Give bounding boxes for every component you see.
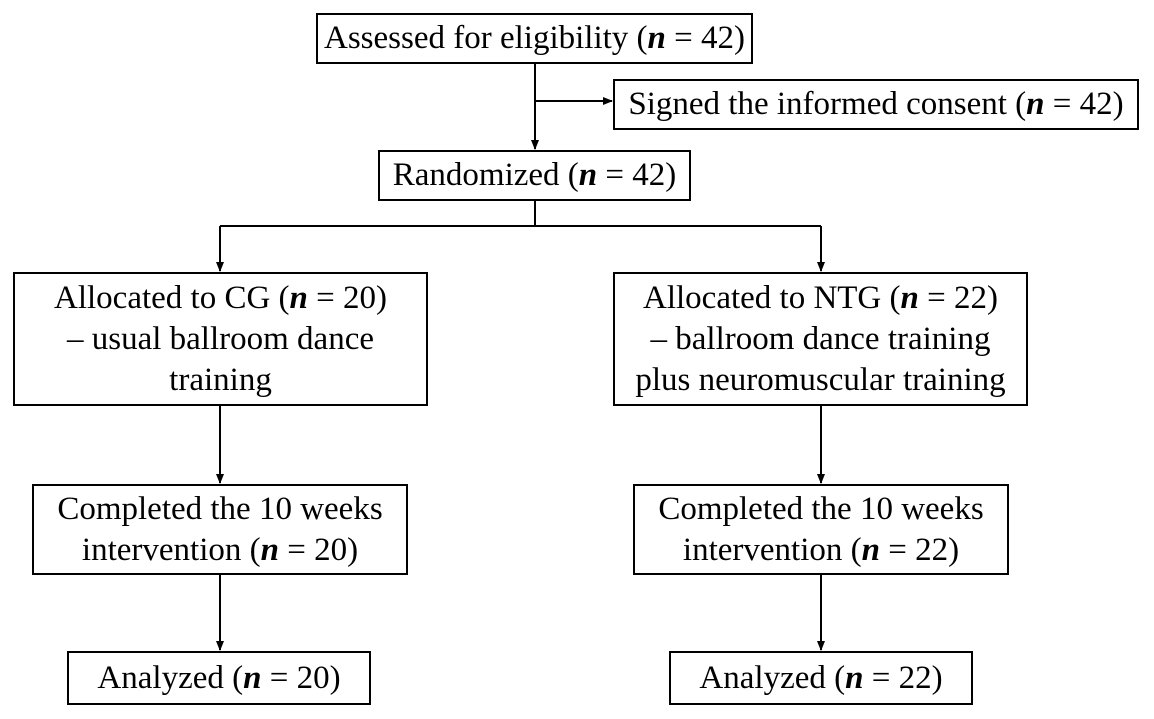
- randomized-box: Randomized (n = 42): [378, 150, 691, 201]
- completed-ntg-box: Completed the 10 weeks intervention (n =…: [633, 484, 1009, 575]
- completed-cg-box: Completed the 10 weeks intervention (n =…: [32, 484, 408, 575]
- allocated-cg-line2: – usual ballroom dance: [67, 320, 374, 357]
- allocated-ntg-line3: plus neuromuscular training: [635, 361, 1006, 398]
- allocated-cg-line1: Allocated to CG (n = 20): [54, 279, 387, 316]
- analyzed-ntg-text: Analyzed (n = 22): [699, 659, 943, 696]
- assessed-eligibility-box: Assessed for eligibility (n = 42): [316, 13, 753, 64]
- completed-cg-line2: intervention (n = 20): [81, 531, 359, 568]
- completed-cg-line1: Completed the 10 weeks: [57, 490, 383, 527]
- allocated-cg-box: Allocated to CG (n = 20) – usual ballroo…: [13, 272, 428, 406]
- allocated-ntg-box: Allocated to NTG (n = 22) – ballroom dan…: [613, 272, 1028, 406]
- allocated-ntg-line2: – ballroom dance training: [650, 320, 991, 357]
- analyzed-cg-box: Analyzed (n = 20): [67, 651, 371, 705]
- signed-consent-box: Signed the informed consent (n = 42): [613, 79, 1139, 130]
- completed-ntg-line2: intervention (n = 22): [682, 531, 960, 568]
- assessed-eligibility-text: Assessed for eligibility (n = 42): [323, 20, 745, 56]
- randomized-text: Randomized (n = 42): [392, 157, 677, 193]
- signed-consent-text: Signed the informed consent (n = 42): [628, 86, 1124, 122]
- analyzed-ntg-box: Analyzed (n = 22): [669, 651, 973, 705]
- completed-ntg-line1: Completed the 10 weeks: [658, 490, 984, 527]
- allocated-ntg-line1: Allocated to NTG (n = 22): [643, 279, 998, 316]
- allocated-cg-line3: training: [169, 361, 272, 398]
- analyzed-cg-text: Analyzed (n = 20): [97, 659, 341, 696]
